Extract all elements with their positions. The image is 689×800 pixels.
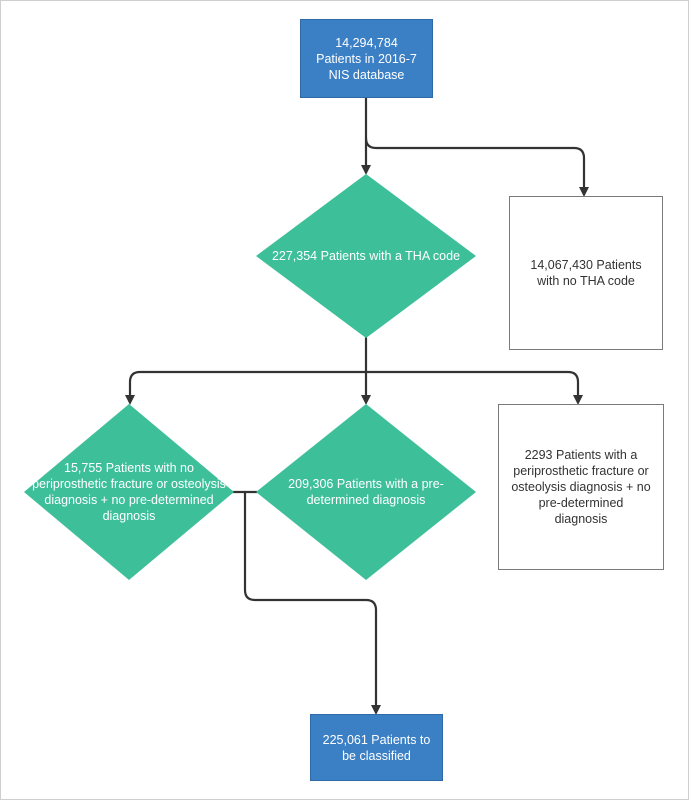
predetermined-label: 209,306 Patients with a pre-determined d… [288, 477, 444, 507]
no-tha-code-label: 14,067,430 Patients with no THA code [530, 258, 642, 288]
diamond-shape-no-fracture [24, 404, 234, 580]
fracture-box: 2293 Patients with a periprosthetic frac… [498, 404, 664, 570]
diamond-shape-tha [256, 174, 476, 338]
connector-nis-to-no-tha [364, 136, 589, 197]
to-be-classified-box: 225,061 Patients to be classified [310, 714, 443, 781]
connector-merge-down [243, 490, 381, 715]
nis-database-label: 14,294,784 Patients in 2016-7 NIS databa… [316, 35, 417, 82]
tha-code-label: 227,354 Patients with a THA code [271, 249, 461, 263]
predetermined-diamond: 209,306 Patients with a pre-determined d… [256, 404, 476, 580]
tha-code-diamond: 227,354 Patients with a THA code [256, 174, 476, 338]
to-be-classified-label: 225,061 Patients to be classified [322, 732, 431, 763]
no-fracture-label: 15,755 Patients with no periprosthetic f… [32, 461, 226, 523]
no-fracture-diamond: 15,755 Patients with no periprosthetic f… [24, 404, 234, 580]
no-tha-code-box: 14,067,430 Patients with no THA code [509, 196, 663, 350]
diamond-shape-predetermined [256, 404, 476, 580]
connector-branch-left [125, 370, 368, 405]
connector-branch-right [364, 370, 583, 405]
fracture-label: 2293 Patients with a periprosthetic frac… [511, 448, 651, 526]
nis-database-box: 14,294,784 Patients in 2016-7 NIS databa… [300, 19, 433, 98]
